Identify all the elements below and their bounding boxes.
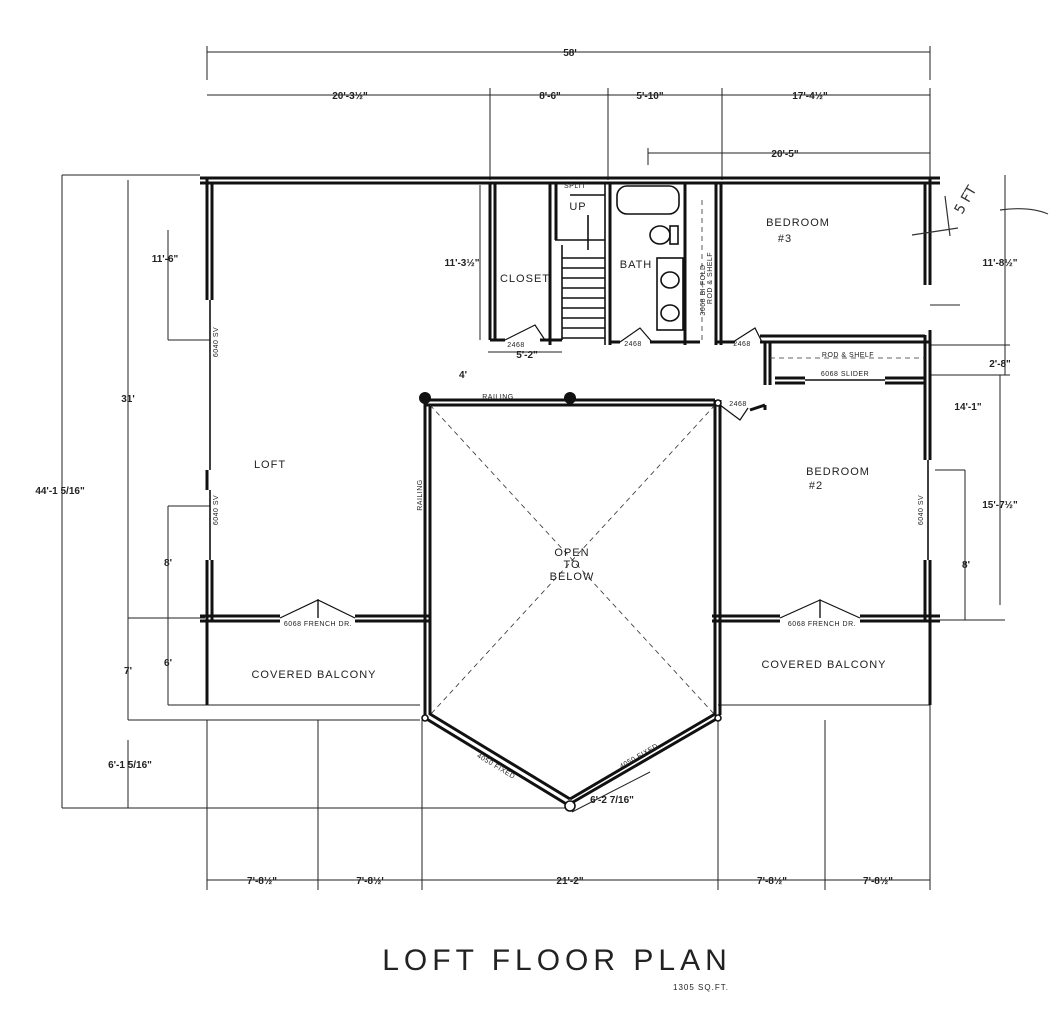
right-dim-d: 15'-7½" [982,500,1018,511]
dimension-lines [61,46,1010,890]
room-label-balcony-left: COVERED BALCONY [251,669,376,681]
room-labels: LOFT CLOSET BATH BEDROOM #3 BEDROOM #2 O… [251,201,886,681]
bottom-dim-b: 7'-8½' [356,876,384,887]
top-dim-e: 20'-5" [771,149,798,160]
room-label-bath: BATH [620,259,653,271]
open-label-line-3: BELOW [550,571,595,583]
overall-width-label: 58' [563,48,577,59]
right-dim-c: 14'-1" [954,402,981,413]
top-dim-c: 5'-10" [636,91,663,102]
door-bedroom-2-label: 2468 [729,401,747,408]
room-label-bedroom-3: BEDROOM [766,217,830,229]
door-closet-label: 2468 [507,342,525,349]
fixed-window-left-label: 4050 FIXED [475,753,516,781]
right-dim-a: 11'-8½" [983,258,1018,269]
room-label-bedroom-2-number: #2 [809,480,823,492]
open-label-line-2: TO [563,559,580,571]
window-left-lower-label: 6040 SV [213,495,220,525]
left-dim-g: 6'-1 5/16" [108,760,152,771]
slider-label: 6068 SLIDER [821,371,869,378]
room-label-bedroom-3-number: #3 [778,233,792,245]
left-dim-e: 7' [124,666,132,677]
closet-height-label: 11'-3½" [445,258,480,269]
top-dim-d: 17'-4½" [792,91,828,102]
rod-shelf-vertical-label: ROD & SHELF [707,252,714,304]
handwritten-note: 5 FT [911,183,1049,237]
stair-treads [562,257,605,339]
posts [419,392,722,812]
french-door-right-label: 6068 FRENCH DR. [788,621,856,628]
bay-dim-label: 6'-2 7/16" [590,795,634,806]
railing-top-label: RAILING [482,394,514,401]
loft-gap-label: 4' [459,370,467,381]
bottom-dim-e: 7'-8½" [863,876,893,887]
bottom-dim-d: 7'-8½" [757,876,787,887]
window-left-upper-label: 6040 SV [213,327,220,357]
plan-title: LOFT FLOOR PLAN [382,944,732,977]
linen-door-label: 3068 BI-FOLD [700,264,707,315]
dimension-labels: 58' 20'-3½" 8'-6" 5'-10" 17'-4½" 20'-5" … [35,48,1018,887]
window-right-label: 6040 SV [918,495,925,525]
railing-side-label: RAILING [417,479,424,511]
split-label: SPLIT [564,183,586,190]
room-label-balcony-right: COVERED BALCONY [761,659,886,671]
bottom-dim-c: 21'-2" [556,876,583,887]
room-label-loft: LOFT [254,459,286,471]
rod-shelf-label: ROD & SHELF [822,352,874,359]
left-dim-f: 6' [164,658,172,669]
french-door-left-label: 6068 FRENCH DR. [284,621,352,628]
left-dim-d: 8' [164,558,172,569]
top-dim-a: 20'-3½" [332,91,368,102]
door-hall-label: 2468 [733,341,751,348]
walls [200,176,940,807]
stair-up-label: UP [569,201,586,213]
doors [279,324,861,619]
top-dim-b: 8'-6" [539,91,561,102]
closet-width-label: 5'-2" [516,350,538,361]
left-dim-c: 44'-1 5/16" [35,486,85,497]
left-dim-b: 31' [121,394,135,405]
right-dim-b: 2'-8" [989,359,1011,370]
room-label-closet: CLOSET [500,273,550,285]
handwritten-note-text: 5 FT [952,183,981,217]
right-dim-e: 8' [962,560,970,571]
room-label-bedroom-2: BEDROOM [806,466,870,478]
left-dim-a: 11'-6" [152,254,179,265]
plan-subtitle: 1305 SQ.FT. [673,983,729,992]
door-bath-label: 2468 [624,341,642,348]
open-label-line-1: OPEN [554,547,589,559]
bottom-dim-a: 7'-8½" [247,876,277,887]
